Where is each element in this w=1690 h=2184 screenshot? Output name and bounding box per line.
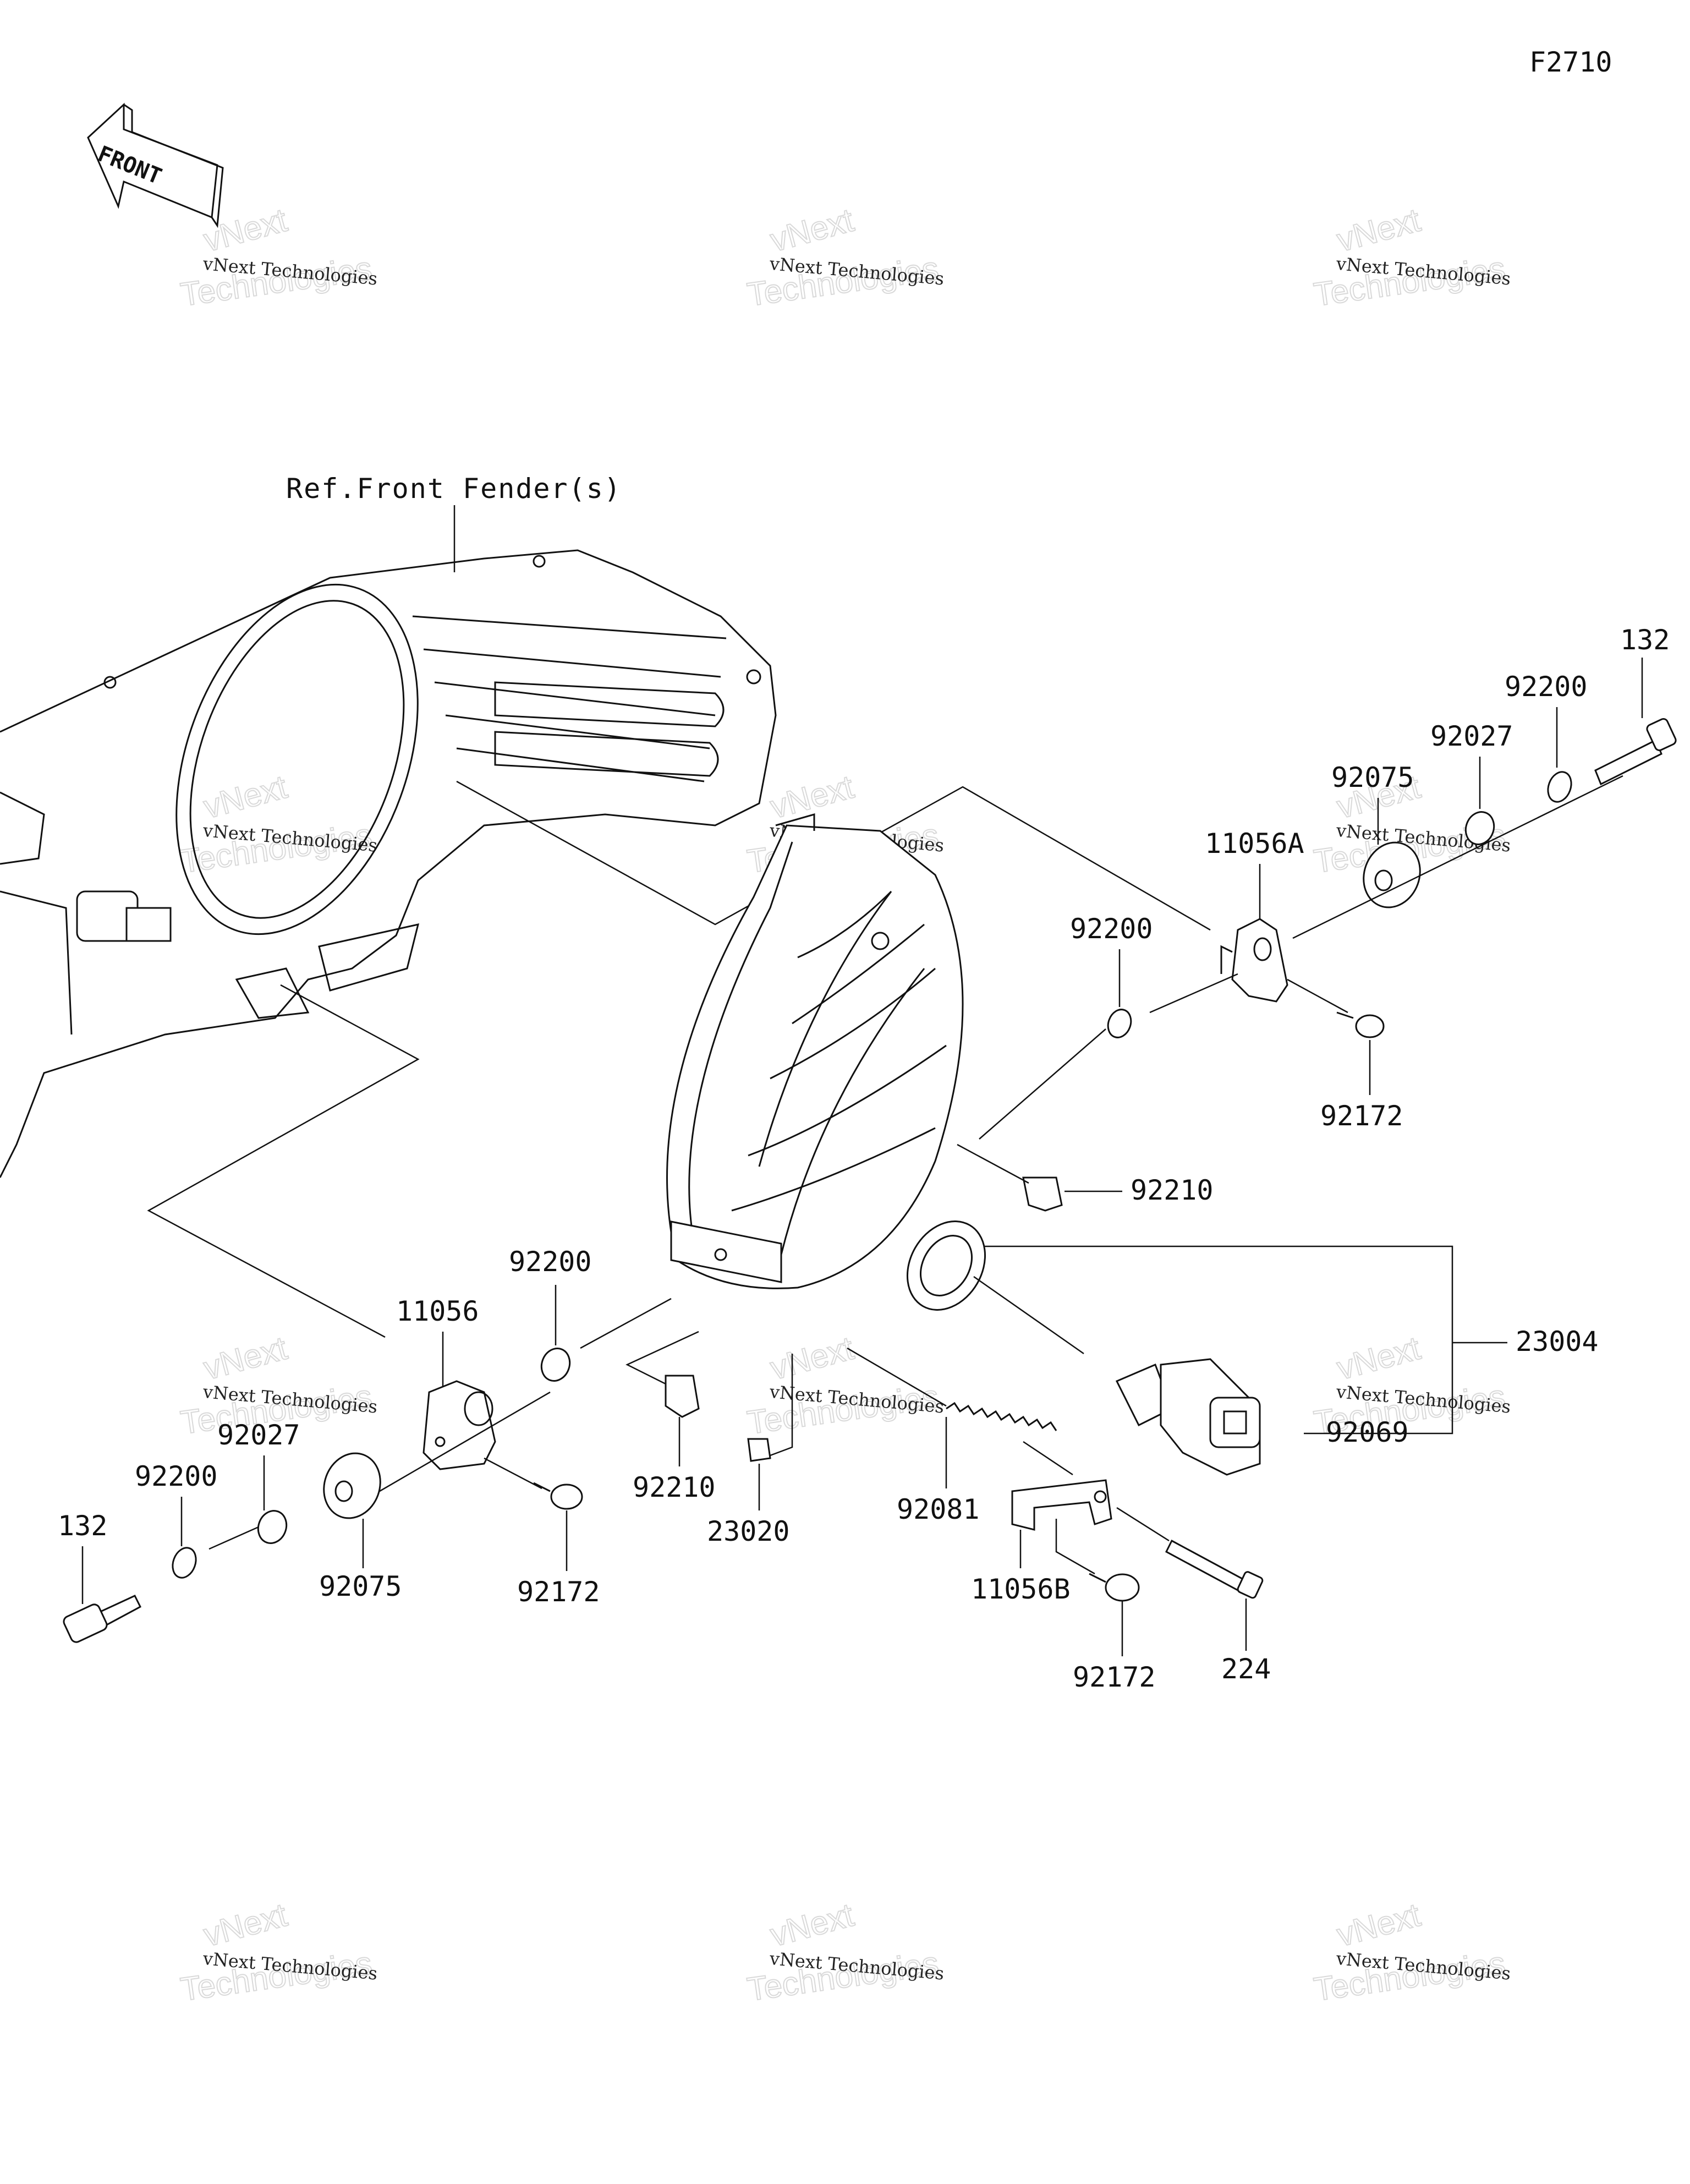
bracket-11056A bbox=[1220, 918, 1288, 1003]
part-label: 92210 bbox=[1131, 1174, 1214, 1206]
leader-line bbox=[1287, 978, 1348, 1014]
bracket-11056B bbox=[1011, 1479, 1112, 1531]
watermark: Technologies vNext vNext Technologies bbox=[178, 201, 378, 314]
part-label: 11056B bbox=[971, 1573, 1071, 1605]
svg-text:vNext: vNext bbox=[1333, 1896, 1424, 1953]
leader-line bbox=[1292, 775, 1623, 939]
grommet-92075-left bbox=[323, 1452, 381, 1519]
watermark: Technologies vNext vNext Technologies bbox=[1311, 1896, 1511, 2008]
leader-line bbox=[1116, 1507, 1170, 1542]
leader-line bbox=[484, 1457, 542, 1490]
bracket-11056 bbox=[422, 1380, 496, 1470]
svg-text:vNext: vNext bbox=[200, 768, 291, 825]
part-label: 92200 bbox=[1505, 671, 1588, 703]
svg-text:vNext: vNext bbox=[766, 768, 858, 825]
washer-92200-far-left bbox=[172, 1547, 197, 1579]
clip-92210-right bbox=[1022, 1176, 1063, 1212]
leader-line bbox=[379, 1391, 551, 1492]
washer-92200 bbox=[1547, 771, 1572, 803]
bolt-132-right bbox=[1594, 718, 1677, 786]
part-label: 92172 bbox=[1320, 1100, 1403, 1132]
part-label: 92200 bbox=[135, 1460, 218, 1492]
svg-text:vNext: vNext bbox=[200, 1896, 291, 1953]
leader-line bbox=[625, 1331, 699, 1385]
part-label: 11056A bbox=[1205, 828, 1304, 860]
leader-line bbox=[770, 1354, 793, 1457]
front-arrow-label: FRONT bbox=[94, 141, 165, 190]
headlight-housing bbox=[666, 813, 986, 1311]
svg-text:vNext: vNext bbox=[1333, 1329, 1424, 1387]
part-label: 92075 bbox=[1331, 762, 1414, 793]
screw-92172-right bbox=[1336, 1011, 1385, 1038]
washer-92200-left bbox=[540, 1348, 571, 1382]
bolt-224 bbox=[1165, 1539, 1264, 1599]
leader-line bbox=[985, 1245, 1453, 1435]
clip-92210-left bbox=[665, 1375, 700, 1418]
leader-line bbox=[957, 1143, 1029, 1184]
part-label: 92200 bbox=[1070, 913, 1153, 945]
watermark: Technologies vNext vNext Technologies bbox=[744, 1896, 945, 2008]
washer-92200 bbox=[1107, 1009, 1132, 1038]
screw-92172-left bbox=[533, 1482, 583, 1510]
svg-text:vNext: vNext bbox=[200, 201, 291, 259]
part-label: 224 bbox=[1221, 1653, 1271, 1685]
part-label: 92027 bbox=[1430, 720, 1513, 752]
bolt-132-left bbox=[63, 1595, 141, 1643]
nut-23020 bbox=[747, 1438, 771, 1462]
part-label: 132 bbox=[1620, 624, 1670, 656]
svg-text:vNext: vNext bbox=[766, 1896, 858, 1953]
leader-line bbox=[979, 973, 1238, 1140]
grommet-92075-right bbox=[1363, 841, 1421, 908]
part-label: 92081 bbox=[897, 1493, 980, 1525]
front-arrow-icon: FRONT bbox=[87, 102, 224, 228]
part-label: 11056 bbox=[396, 1295, 479, 1327]
part-label: 132 bbox=[58, 1510, 107, 1542]
svg-text:vNext: vNext bbox=[1333, 201, 1424, 259]
leader-line bbox=[973, 1276, 1084, 1355]
part-label: 92027 bbox=[217, 1419, 300, 1451]
part-label: 92172 bbox=[1073, 1661, 1156, 1693]
part-label: 23004 bbox=[1516, 1326, 1599, 1358]
watermark: Technologies vNext vNext Technologies bbox=[744, 201, 945, 314]
collar-92027-left bbox=[257, 1510, 288, 1544]
screw-92172-bottom bbox=[1089, 1573, 1140, 1602]
part-label: 23020 bbox=[707, 1515, 790, 1547]
part-label: 92200 bbox=[509, 1246, 592, 1278]
leader-line bbox=[580, 1298, 672, 1349]
leader-line bbox=[147, 984, 420, 1338]
svg-text:vNext: vNext bbox=[766, 201, 858, 259]
reference-label: Ref.Front Fender(s) bbox=[286, 473, 622, 505]
part-label: 92075 bbox=[319, 1570, 402, 1602]
front-fender-housing bbox=[0, 549, 777, 1178]
watermark: Technologies vNext vNext Technologies bbox=[1311, 201, 1511, 314]
part-label: 92172 bbox=[517, 1576, 600, 1608]
watermark: Technologies vNext vNext Technologies bbox=[178, 1896, 378, 2008]
svg-text:vNext: vNext bbox=[766, 1329, 858, 1387]
watermark: Technologies vNext vNext Technologies bbox=[744, 1329, 945, 1442]
leader-line bbox=[847, 1347, 1073, 1476]
leader-line bbox=[1055, 1519, 1095, 1575]
leader-line bbox=[208, 1526, 259, 1550]
spring-92081 bbox=[946, 1402, 1057, 1431]
part-label: 92210 bbox=[633, 1471, 716, 1503]
bulb-92069 bbox=[1115, 1358, 1261, 1476]
part-label: 92069 bbox=[1326, 1416, 1409, 1448]
collar-92027 bbox=[1464, 811, 1495, 845]
diagram-code: F2710 bbox=[1529, 46, 1612, 78]
svg-text:vNext: vNext bbox=[200, 1329, 291, 1387]
